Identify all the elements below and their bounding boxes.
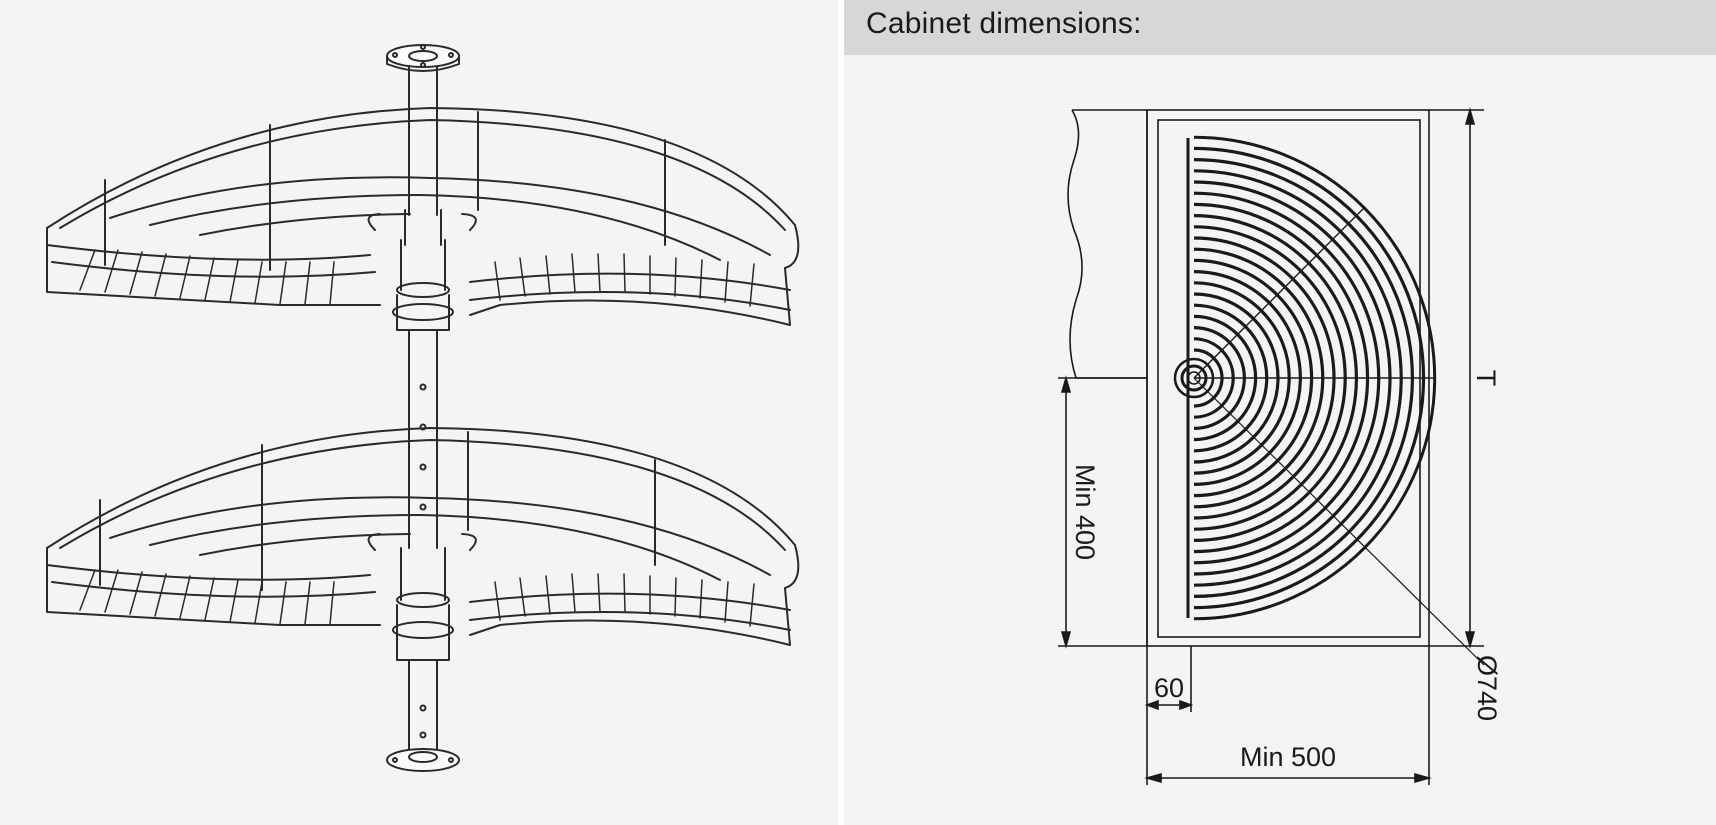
top-mounting-plate xyxy=(386,44,460,72)
cabinet-dimensions-panel: Cabinet dimensions: Min 400 xyxy=(844,0,1716,825)
lower-basket xyxy=(46,427,800,646)
bottom-mounting-plate xyxy=(386,659,460,772)
dimension-min-400: Min 400 xyxy=(1058,375,1147,649)
adjacent-cabinet-cut xyxy=(1067,109,1147,379)
pole-hub xyxy=(1173,357,1215,399)
label-diameter: Ø740 xyxy=(1472,655,1502,721)
dimension-t: T xyxy=(1429,107,1501,649)
cabinet-plan-drawing: Min 400 T Ø740 60 xyxy=(1058,107,1502,785)
section-header: Cabinet dimensions: xyxy=(844,0,1716,55)
section-title: Cabinet dimensions: xyxy=(866,7,1142,40)
dimension-60: 60 xyxy=(1144,646,1194,712)
label-60: 60 xyxy=(1154,673,1184,703)
label-min-400: Min 400 xyxy=(1070,464,1100,560)
label-t: T xyxy=(1471,370,1501,387)
carousel-basket-drawing xyxy=(46,44,800,772)
upper-basket xyxy=(46,107,800,326)
upper-pole xyxy=(392,65,454,331)
dimension-diameter: Ø740 xyxy=(1193,377,1502,721)
basket-plan xyxy=(1186,135,1437,621)
basket-wire-arc xyxy=(1193,135,1437,621)
middle-pole xyxy=(392,329,454,661)
basket-spoke xyxy=(1193,207,1365,379)
product-illustration-panel xyxy=(0,0,838,825)
label-min-500: Min 500 xyxy=(1240,742,1336,772)
dimension-min-500: Min 500 xyxy=(1144,646,1432,785)
